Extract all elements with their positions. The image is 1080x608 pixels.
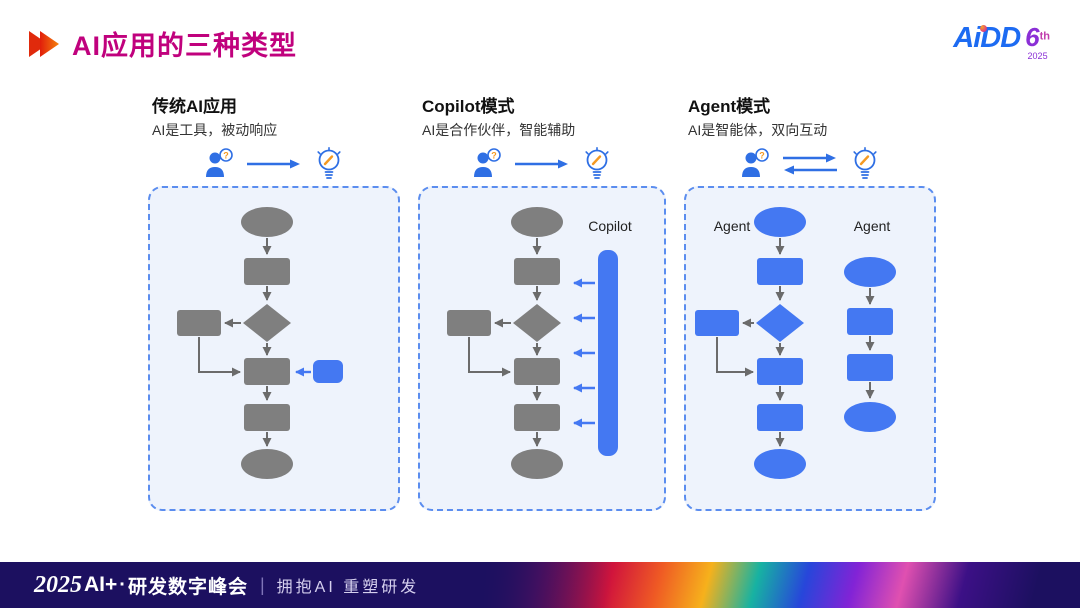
end-ellipse xyxy=(511,449,563,479)
process-rect-2 xyxy=(514,358,560,385)
ai-tool-rect xyxy=(313,360,343,383)
footer-year: 2025 xyxy=(34,571,82,598)
logo-edition: 6th 2025 xyxy=(1025,24,1050,61)
agent-left-side-rect xyxy=(695,310,739,336)
panel-traditional: 传统AI应用 AI是工具，被动响应 ? xyxy=(148,96,400,511)
panel-agent: Agent模式 AI是智能体，双向互动 ? xyxy=(684,96,936,511)
agent-right-start-ellipse xyxy=(844,257,896,287)
page-title: AI应用的三种类型 xyxy=(72,31,297,61)
copilot-bar-label: Copilot xyxy=(588,218,632,234)
footer-event-name: 研发数字峰会 xyxy=(127,576,248,598)
panel-copilot: Copilot模式 AI是合作伙伴，智能辅助 ? Copilot xyxy=(418,96,666,511)
panel-traditional-header: 传统AI应用 AI是工具，被动响应 xyxy=(148,96,400,144)
agent-left-end-ellipse xyxy=(754,449,806,479)
agent-left-start-ellipse xyxy=(754,207,806,237)
arrows-bidirectional-icon xyxy=(783,153,837,175)
agent-left-rect-2 xyxy=(757,358,803,385)
panel-copilot-subtitle: AI是合作伙伴，智能辅助 xyxy=(422,122,576,139)
footer-text: 2025 AI+ · 研发数字峰会 | 拥抱AI 重塑研发 xyxy=(0,562,1080,608)
start-ellipse xyxy=(241,207,293,237)
svg-text:?: ? xyxy=(223,151,229,161)
panel-copilot-header: Copilot模式 AI是合作伙伴，智能辅助 xyxy=(418,96,666,144)
agent-right-end-ellipse xyxy=(844,402,896,432)
panel-traditional-subtitle: AI是工具，被动响应 xyxy=(152,122,278,139)
logo-brand-wrap: AiDD xyxy=(953,22,1021,55)
footer-artwork xyxy=(480,562,1080,608)
flowchart-copilot xyxy=(447,207,618,479)
agent-left-rect-3 xyxy=(757,404,803,431)
end-ellipse xyxy=(241,449,293,479)
panel-traditional-box xyxy=(148,186,400,511)
agent-right-rect-2 xyxy=(847,354,893,381)
svg-text:?: ? xyxy=(759,151,765,161)
process-rect-3 xyxy=(244,404,290,431)
title-arrow-front xyxy=(40,30,59,57)
panel-copilot-title: Copilot模式 xyxy=(422,97,515,116)
panel-copilot-box: Copilot xyxy=(418,186,666,511)
agent-label-right: Agent xyxy=(853,218,891,234)
panel-agent-header: Agent模式 AI是智能体，双向互动 xyxy=(684,96,936,144)
logo-accent-dot-icon xyxy=(980,25,988,32)
arrow-right-icon xyxy=(247,159,300,169)
flowchart-agent xyxy=(695,207,896,479)
process-rect-2 xyxy=(244,358,290,385)
flowchart-traditional xyxy=(177,207,343,479)
agent-right-rect-1 xyxy=(847,308,893,335)
aidd-logo: AiDD 6th 2025 xyxy=(953,22,1050,61)
panel-copilot-icon-row: ? xyxy=(418,144,666,184)
logo-edition-number: 6 xyxy=(1025,22,1040,52)
lightbulb-icon xyxy=(317,147,341,179)
process-rect-1 xyxy=(244,258,290,285)
agent-label-left: Agent xyxy=(713,218,751,234)
svg-text:?: ? xyxy=(491,151,497,161)
arrow-right-icon xyxy=(515,159,568,169)
footer-brand: AI+ xyxy=(84,573,118,596)
process-rect-1 xyxy=(514,258,560,285)
panel-agent-icon-row: ? xyxy=(684,144,936,184)
user-question-icon: ? xyxy=(742,148,769,177)
lightbulb-icon xyxy=(585,147,609,179)
user-question-icon: ? xyxy=(206,148,233,177)
logo-brand-text: AiDD xyxy=(953,22,1021,54)
decision-diamond xyxy=(243,304,291,342)
logo-edition-row: 6th xyxy=(1025,24,1050,50)
footer-dot: · xyxy=(119,573,126,596)
user-question-icon: ? xyxy=(474,148,501,177)
logo-edition-suffix: th xyxy=(1039,30,1050,43)
side-rect xyxy=(177,310,221,336)
lightbulb-icon xyxy=(853,147,877,179)
slide-header: AI应用的三种类型 xyxy=(28,24,297,63)
agent-left-diamond xyxy=(756,304,804,342)
footer-separator: | xyxy=(259,574,265,595)
decision-diamond xyxy=(513,304,561,342)
panel-traditional-icon-row: ? xyxy=(148,144,400,184)
side-rect xyxy=(447,310,491,336)
footer-bar: 2025 AI+ · 研发数字峰会 | 拥抱AI 重塑研发 xyxy=(0,562,1080,608)
logo-year: 2025 xyxy=(1027,51,1048,61)
panel-traditional-title: 传统AI应用 xyxy=(152,97,237,116)
footer-slogan: 拥抱AI 重塑研发 xyxy=(276,579,420,596)
process-rect-3 xyxy=(514,404,560,431)
title-arrow-back xyxy=(29,30,48,57)
panel-agent-subtitle: AI是智能体，双向互动 xyxy=(688,122,828,139)
panel-agent-title: Agent模式 xyxy=(688,97,771,116)
title-arrow-icon xyxy=(29,30,59,57)
start-ellipse xyxy=(511,207,563,237)
panel-agent-box: Agent Agent xyxy=(684,186,936,511)
agent-left-rect-1 xyxy=(757,258,803,285)
copilot-bar xyxy=(598,250,618,456)
